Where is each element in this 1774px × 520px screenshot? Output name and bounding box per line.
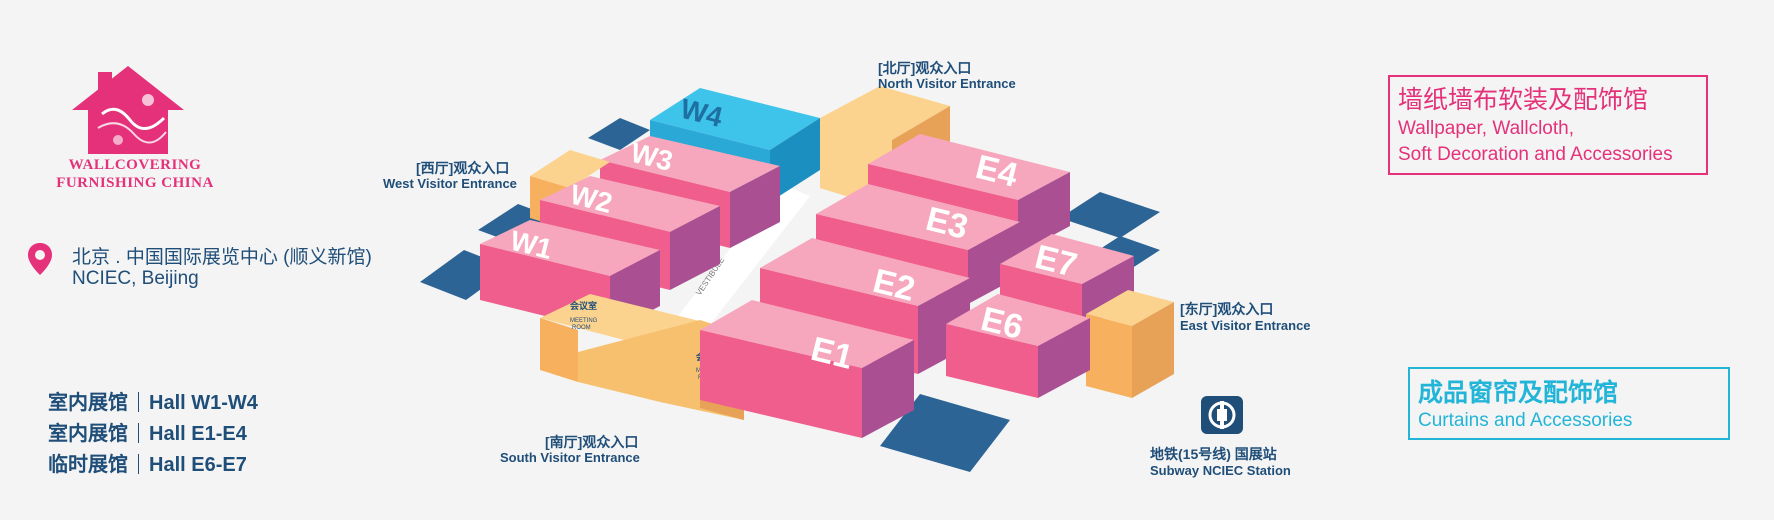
category-pink-en: Wallpaper, Wallcloth, xyxy=(1398,118,1574,139)
meeting-room-en: MEETING xyxy=(570,318,598,324)
legend-cn: 临时展馆 xyxy=(48,454,128,476)
north-entrance-en: North Visitor Entrance xyxy=(878,76,1016,91)
subway-en: Subway NCIEC Station xyxy=(1150,463,1291,478)
south-entrance-en: South Visitor Entrance xyxy=(500,450,640,465)
east-entrance-cn: [东厅]观众入口 xyxy=(1180,301,1274,317)
meeting-room-cn: 会议室 xyxy=(570,300,597,311)
legend-cn: 室内展馆 xyxy=(48,392,128,414)
house-logo-icon xyxy=(72,66,184,154)
legend-en: Hall E1-E4 xyxy=(149,423,247,445)
east-entrance-building xyxy=(1086,290,1174,398)
legend-row: 临时展馆 Hall E6-E7 xyxy=(48,448,247,477)
legend-row: 室内展馆 Hall W1-W4 xyxy=(48,386,258,415)
meeting-room-en: ROOM xyxy=(572,325,591,331)
beijing-subway-icon xyxy=(1201,396,1243,434)
subway-cn: 地铁(15号线) 国展站 xyxy=(1150,446,1277,462)
category-pink-en: Soft Decoration and Accessories xyxy=(1398,144,1673,165)
hall-e1: E1 xyxy=(700,300,914,438)
map-pin-icon xyxy=(28,243,52,275)
brand-line-1: WALLCOVERING xyxy=(68,157,202,173)
legend-en: Hall E6-E7 xyxy=(149,454,247,476)
location-cn: 北京 . 中国国际展览中心 (顺义新馆) xyxy=(72,247,372,268)
north-entrance-cn: [北厅]观众入口 xyxy=(878,60,972,76)
legend-cn: 室内展馆 xyxy=(48,423,128,445)
south-entrance-cn: [南厅]观众入口 xyxy=(545,434,639,450)
legend-row: 室内展馆 Hall E1-E4 xyxy=(48,417,247,446)
category-pink-cn: 墙纸墙布软装及配饰馆 xyxy=(1398,86,1649,114)
west-entrance-en: West Visitor Entrance xyxy=(383,176,517,191)
category-pink-box xyxy=(1388,75,1708,175)
location-en: NCIEC, Beijing xyxy=(72,268,199,289)
category-cyan-en: Curtains and Accessories xyxy=(1418,410,1633,431)
category-cyan-box xyxy=(1408,367,1730,440)
legend-en: Hall W1-W4 xyxy=(149,392,258,414)
east-entrance-en: East Visitor Entrance xyxy=(1180,318,1311,333)
hall-e6: E6 xyxy=(946,294,1090,398)
category-cyan-cn: 成品窗帘及配饰馆 xyxy=(1418,379,1619,407)
west-entrance-cn: [西厅]观众入口 xyxy=(416,160,510,176)
brand-line-2: FURNISHING CHINA xyxy=(56,175,214,191)
